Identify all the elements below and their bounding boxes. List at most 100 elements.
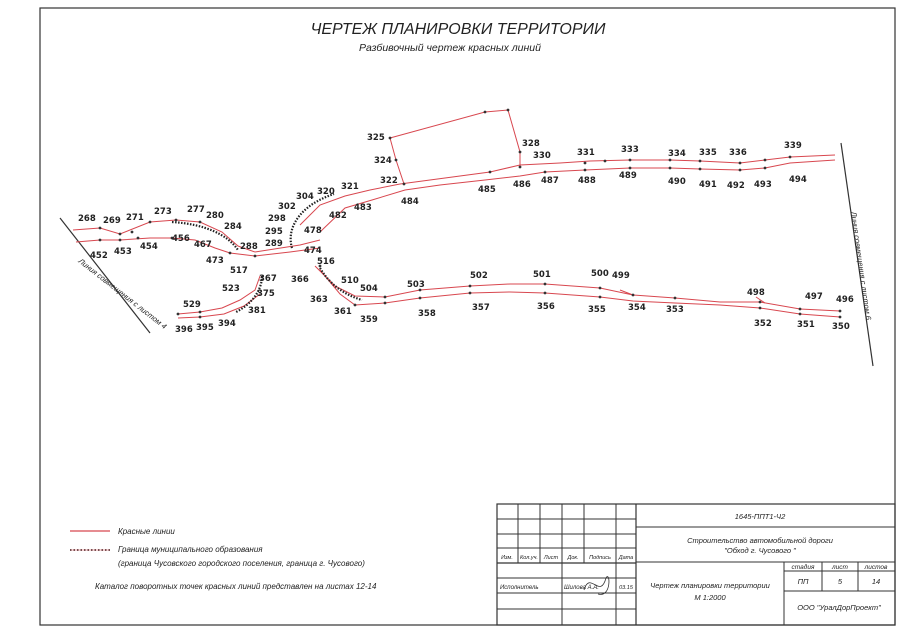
doc-code: 1645-ППТ1-Ч2 <box>735 512 786 521</box>
drawing-name: Чертеж планировки территории <box>650 581 770 590</box>
svg-text:500: 500 <box>591 269 609 279</box>
svg-text:листов: листов <box>864 564 888 571</box>
svg-text:Подпись: Подпись <box>589 555 611 561</box>
svg-text:486: 486 <box>513 180 531 190</box>
svg-text:325: 325 <box>367 133 385 143</box>
svg-text:330: 330 <box>533 151 551 161</box>
svg-text:355: 355 <box>588 305 606 315</box>
svg-text:284: 284 <box>224 222 242 232</box>
svg-text:280: 280 <box>206 211 224 221</box>
svg-text:363: 363 <box>310 295 328 305</box>
svg-text:529: 529 <box>183 300 201 310</box>
match-line-right <box>840 142 874 367</box>
page-subtitle: Разбивочный чертеж красных линий <box>359 42 541 54</box>
svg-text:395: 395 <box>196 323 214 333</box>
svg-text:268: 268 <box>78 214 96 224</box>
svg-text:454: 454 <box>140 242 158 252</box>
svg-text:Дата: Дата <box>618 555 634 561</box>
svg-text:302: 302 <box>278 202 296 212</box>
project-name-2: "Обход г. Чусового " <box>724 546 796 555</box>
svg-text:295: 295 <box>265 227 283 237</box>
svg-text:516: 516 <box>317 257 335 267</box>
svg-text:492: 492 <box>727 181 745 191</box>
svg-text:381: 381 <box>248 306 266 316</box>
svg-text:396: 396 <box>175 325 193 335</box>
svg-text:499: 499 <box>612 271 630 281</box>
svg-text:лист: лист <box>831 564 849 571</box>
svg-text:496: 496 <box>836 295 854 305</box>
svg-text:356: 356 <box>537 302 555 312</box>
svg-text:331: 331 <box>577 148 595 158</box>
svg-text:269: 269 <box>103 216 121 226</box>
svg-text:Лист: Лист <box>543 555 559 561</box>
svg-text:491: 491 <box>699 180 717 190</box>
svg-text:394: 394 <box>218 319 236 329</box>
svg-text:456: 456 <box>172 234 190 244</box>
svg-text:487: 487 <box>541 176 559 186</box>
executor-label: Исполнитель <box>500 585 539 591</box>
point-labels: 268 269 271 273 277 280 284 288 452 453 … <box>78 133 854 335</box>
svg-text:321: 321 <box>341 182 359 192</box>
svg-text:ПП: ПП <box>798 577 809 586</box>
svg-text:490: 490 <box>668 177 686 187</box>
svg-text:483: 483 <box>354 203 372 213</box>
legend-boundary-label: Граница муниципального образования <box>118 545 263 554</box>
svg-text:277: 277 <box>187 205 205 215</box>
svg-text:359: 359 <box>360 315 378 325</box>
svg-text:467: 467 <box>194 240 212 250</box>
svg-text:494: 494 <box>789 175 807 185</box>
svg-text:473: 473 <box>206 256 224 266</box>
svg-text:478: 478 <box>304 226 322 236</box>
svg-text:352: 352 <box>754 319 772 329</box>
svg-text:350: 350 <box>832 322 850 332</box>
svg-text:336: 336 <box>729 148 747 158</box>
executor-name: Шилова А.А. <box>564 585 599 591</box>
svg-text:5: 5 <box>838 577 843 586</box>
legend-boundary-label-2: (граница Чусовского городского поселения… <box>118 559 365 568</box>
svg-text:523: 523 <box>222 284 240 294</box>
svg-text:517: 517 <box>230 266 248 276</box>
svg-text:Док.: Док. <box>566 555 578 561</box>
svg-text:289: 289 <box>265 239 283 249</box>
svg-text:489: 489 <box>619 171 637 181</box>
svg-text:502: 502 <box>470 271 488 281</box>
svg-text:14: 14 <box>872 577 880 586</box>
turn-points <box>98 108 842 319</box>
title-block-text: 1645-ППТ1-Ч2 Строительство автомобильной… <box>500 512 888 612</box>
svg-text:324: 324 <box>374 156 392 166</box>
catalog-note: Каталог поворотных точек красных линий п… <box>95 582 377 591</box>
svg-text:328: 328 <box>522 139 540 149</box>
svg-text:361: 361 <box>334 307 352 317</box>
svg-text:498: 498 <box>747 288 765 298</box>
svg-text:335: 335 <box>699 148 717 158</box>
legend: Красные линии Граница муниципального обр… <box>70 527 377 591</box>
svg-text:Изм.: Изм. <box>501 555 513 561</box>
svg-text:366: 366 <box>291 275 309 285</box>
svg-text:320: 320 <box>317 187 335 197</box>
page-title: ЧЕРТЕЖ ПЛАНИРОВКИ ТЕРРИТОРИИ <box>311 21 606 38</box>
svg-text:334: 334 <box>668 149 686 159</box>
svg-text:375: 375 <box>257 289 275 299</box>
svg-text:453: 453 <box>114 247 132 257</box>
svg-text:271: 271 <box>126 213 144 223</box>
match-line-left <box>59 217 151 334</box>
svg-text:503: 503 <box>407 280 425 290</box>
title-block <box>496 503 896 626</box>
svg-text:485: 485 <box>478 185 496 195</box>
svg-text:273: 273 <box>154 207 172 217</box>
drawing-scale: М 1:2000 <box>694 593 726 602</box>
svg-text:322: 322 <box>380 176 398 186</box>
signature <box>583 576 610 595</box>
legend-red-label: Красные линии <box>118 527 175 536</box>
sheet-border <box>39 7 896 626</box>
svg-text:497: 497 <box>805 292 823 302</box>
svg-text:510: 510 <box>341 276 359 286</box>
svg-text:484: 484 <box>401 197 419 207</box>
svg-text:488: 488 <box>578 176 596 186</box>
svg-text:304: 304 <box>296 192 314 202</box>
svg-text:474: 474 <box>304 246 322 256</box>
svg-text:298: 298 <box>268 214 286 224</box>
project-name-1: Строительство автомобильной дороги <box>687 536 834 545</box>
svg-text:354: 354 <box>628 303 646 313</box>
